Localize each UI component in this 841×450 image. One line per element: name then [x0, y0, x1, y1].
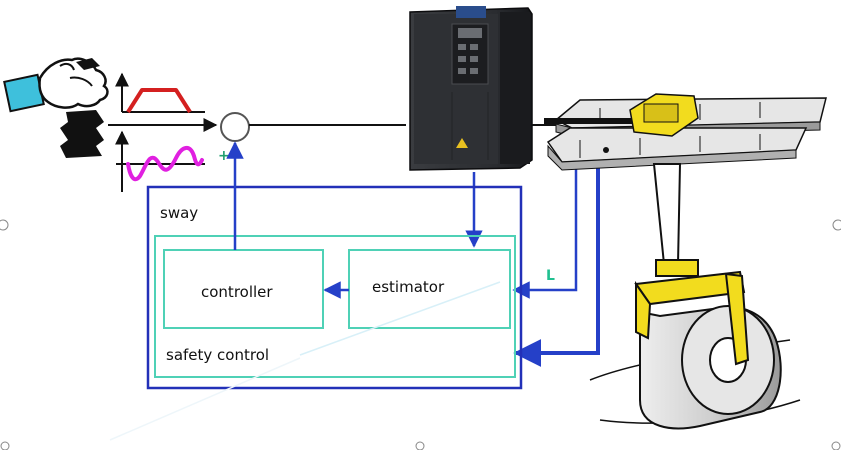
ramp-profile-icon [115, 72, 205, 114]
controller-label: controller [201, 283, 273, 301]
crane-ropes [652, 163, 682, 265]
ramp-curve [126, 88, 192, 114]
safety-control-box [154, 235, 516, 378]
frequency-inverter-icon [409, 6, 533, 171]
glare-line [299, 281, 501, 356]
plus-sign: + [218, 148, 230, 164]
sway-curve [126, 146, 204, 182]
edge-handle-right [832, 219, 841, 231]
edge-handle-left [0, 219, 9, 231]
crane-trolley-icon [544, 93, 827, 171]
summing-junction [220, 112, 250, 142]
safety-feedback-line [513, 168, 600, 367]
rope-length-label: L [546, 268, 555, 284]
edge-handle-bottom-left [0, 441, 10, 450]
edge-handle-bottom-right [831, 441, 841, 450]
sway-wave-icon [115, 130, 205, 192]
estimator-label: estimator [372, 278, 445, 296]
sway-box [146, 185, 523, 390]
estimator-box [348, 249, 511, 329]
controller-box [163, 249, 324, 329]
hand-remote-icon [3, 57, 109, 158]
sway-label: sway [160, 204, 198, 222]
safety-control-label: safety control [166, 346, 269, 364]
glare-line-2 [109, 357, 301, 441]
rope-length-feedback-line [512, 168, 578, 299]
edge-handle-bottom-mid [415, 441, 425, 450]
coil-gripper-icon [589, 259, 801, 430]
